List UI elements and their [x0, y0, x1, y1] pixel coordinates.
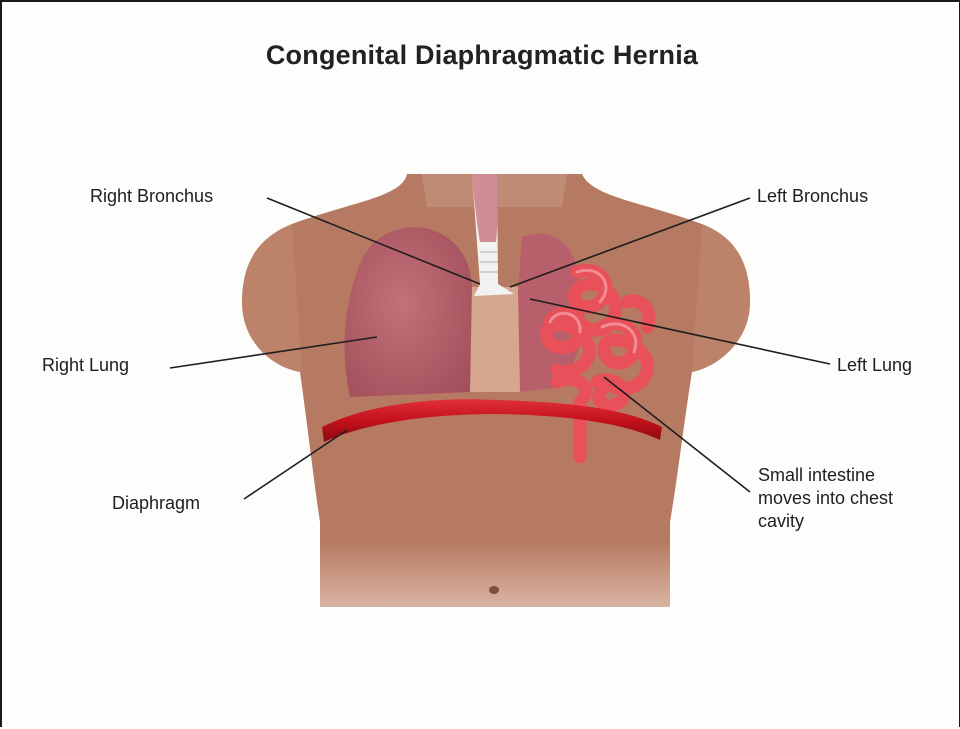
shoulder-right: [692, 224, 750, 372]
label-left-lung: Left Lung: [837, 354, 912, 377]
label-right-lung: Right Lung: [42, 354, 129, 377]
navel: [489, 586, 499, 594]
mediastinum: [467, 287, 522, 392]
label-left-bronchus: Left Bronchus: [757, 185, 868, 208]
label-intestine-line2: moves into chest: [758, 487, 893, 510]
diagram-title: Congenital Diaphragmatic Hernia: [2, 40, 960, 71]
label-intestine-line3: cavity: [758, 510, 893, 533]
label-diaphragm: Diaphragm: [112, 492, 200, 515]
label-right-bronchus: Right Bronchus: [90, 185, 213, 208]
label-small-intestine: Small intestine moves into chest cavity: [758, 464, 893, 533]
label-intestine-line1: Small intestine: [758, 464, 893, 487]
